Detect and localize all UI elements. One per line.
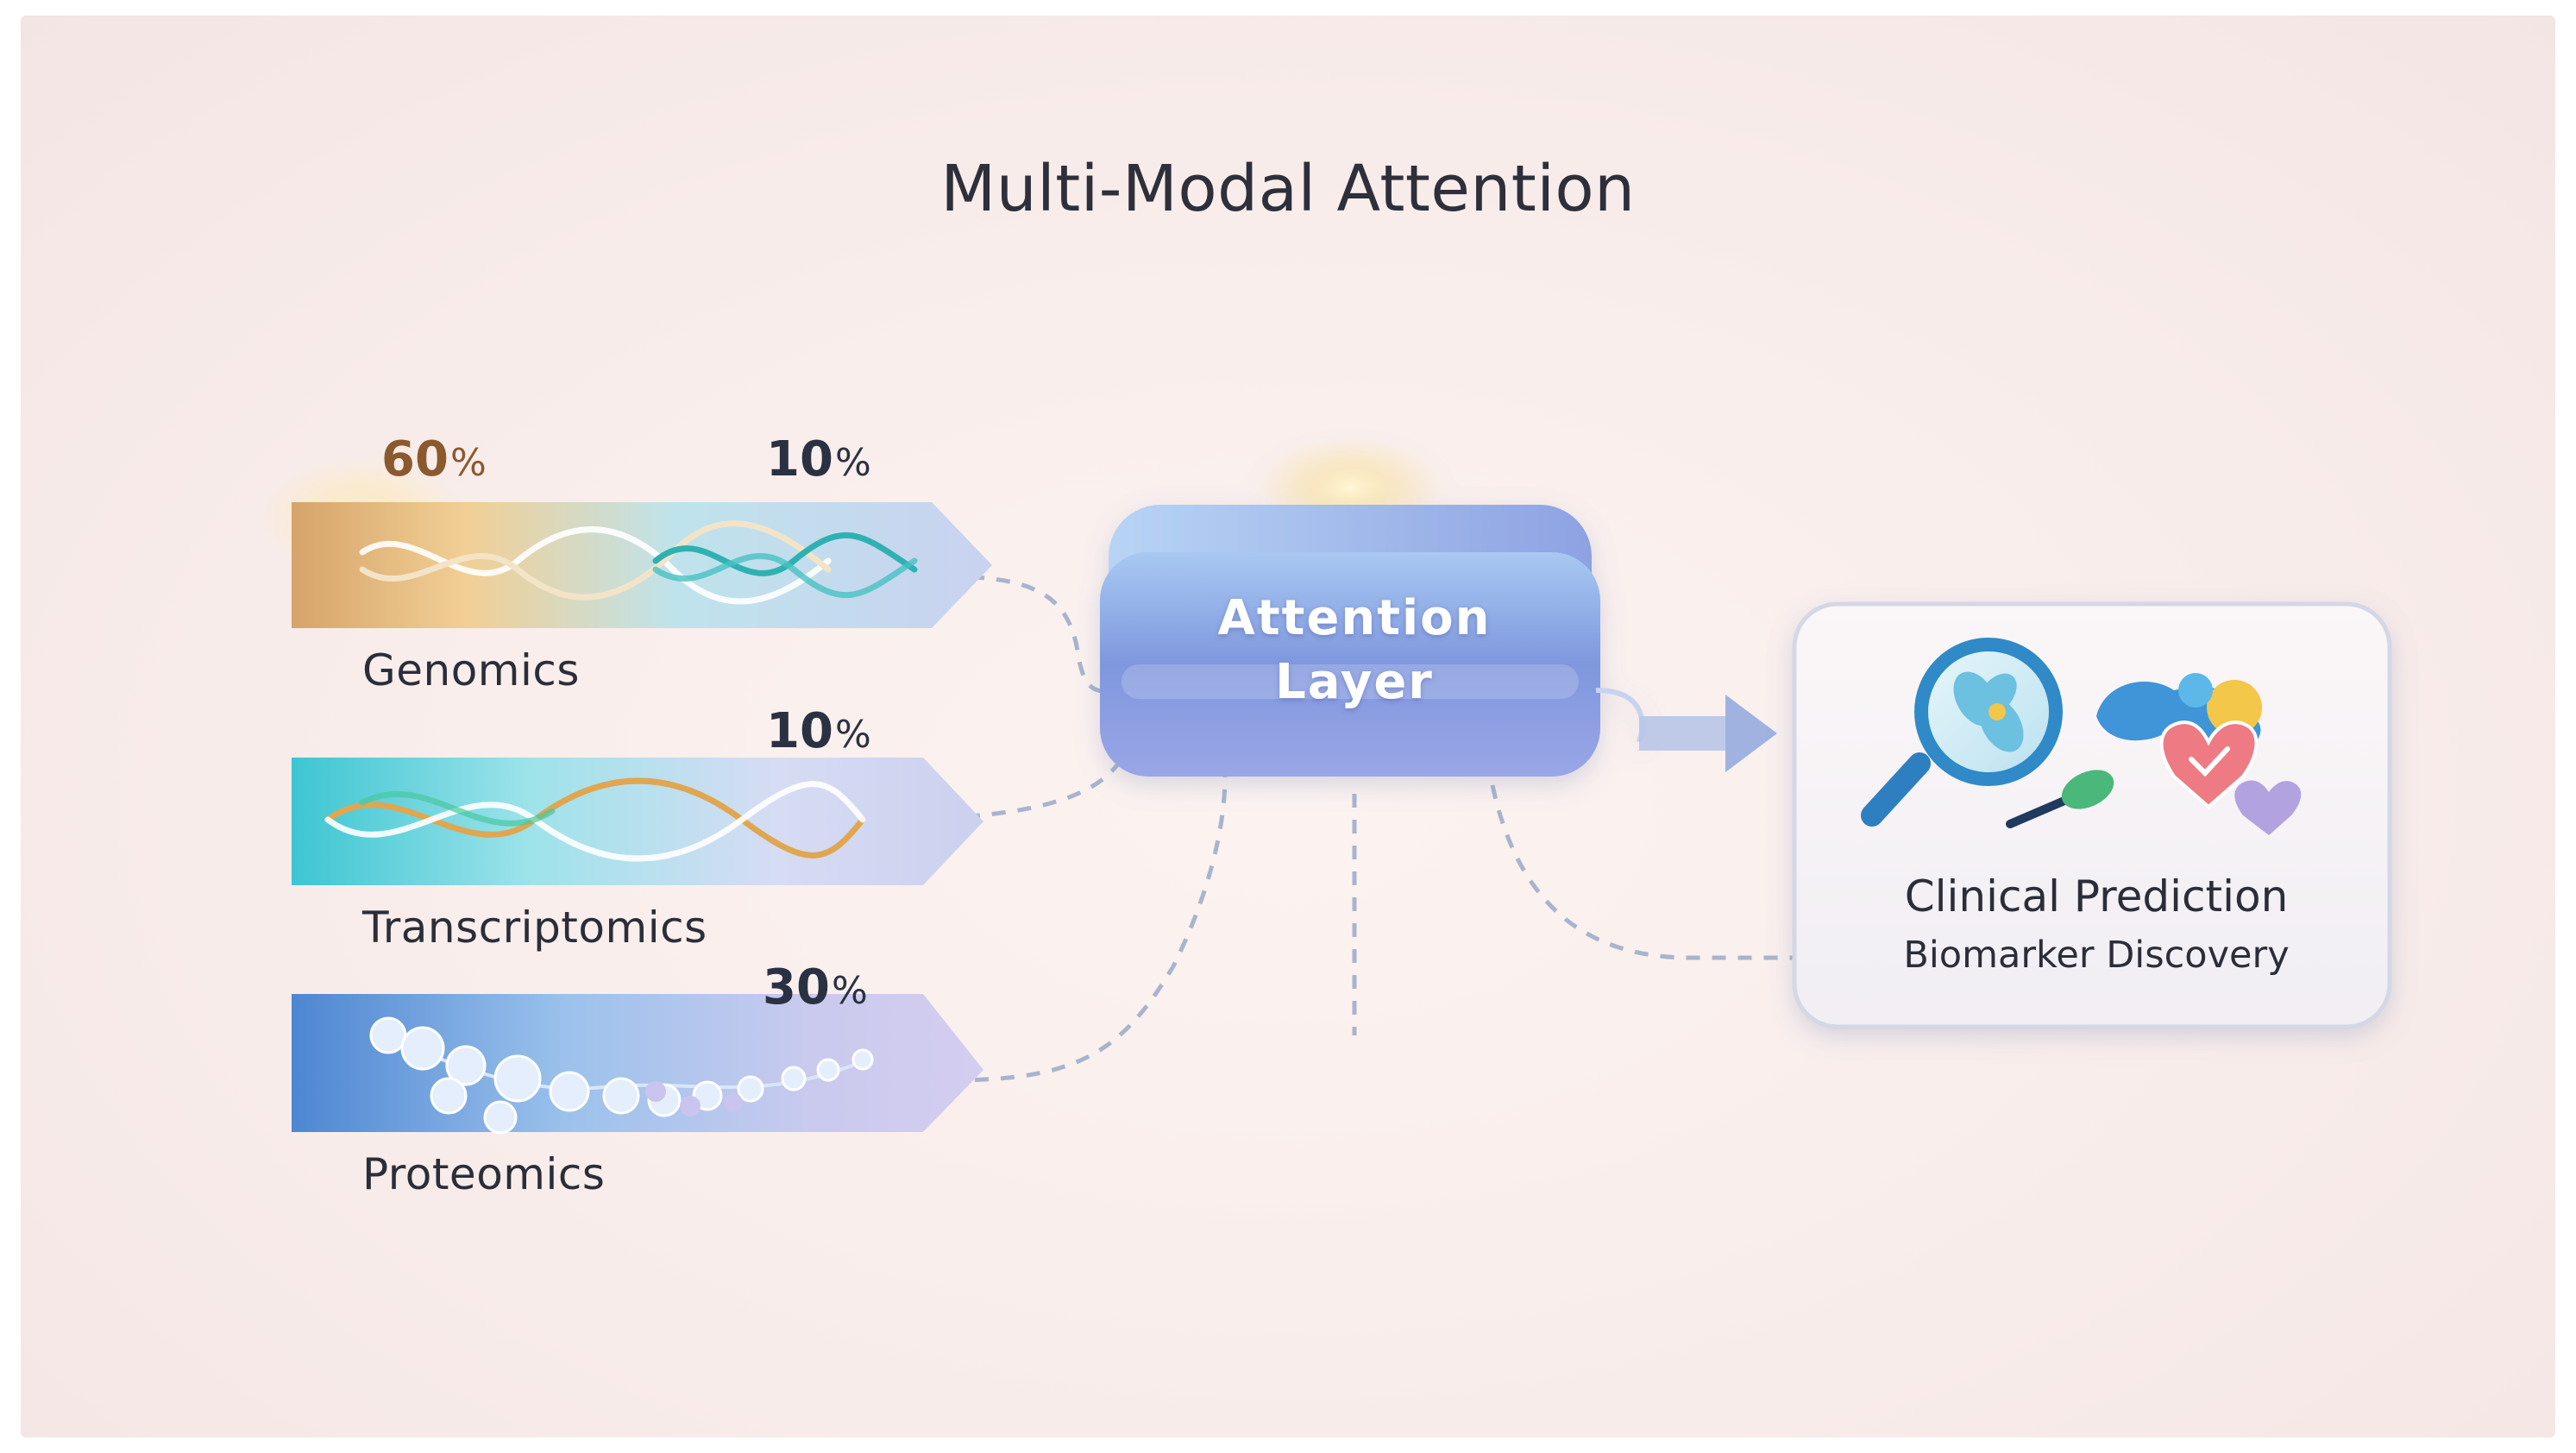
connectors <box>810 574 1794 1083</box>
diagram-title: Multi-Modal Attention <box>940 152 1636 226</box>
genomics-label: Genomics <box>362 645 580 695</box>
output-title: Clinical Prediction <box>1904 871 2289 921</box>
connector-proteomics <box>948 776 1228 1083</box>
proteomics-weight: 30% <box>763 959 868 1016</box>
protein-chain-icon <box>369 1016 874 1135</box>
proteomics-strip <box>292 994 983 1135</box>
arrow-right-icon <box>1639 695 1777 772</box>
connector-transcriptomics <box>810 758 1124 824</box>
transcriptomics-weight: 10% <box>766 703 871 759</box>
heart-icon <box>2159 720 2302 835</box>
attention-layer-label: Attention Layer <box>1113 587 1596 714</box>
magnifier-icon <box>1861 638 2063 827</box>
connector-genomics <box>944 574 1114 694</box>
genomics-strip <box>259 457 992 628</box>
genomics-weight-left: 60% <box>381 431 487 487</box>
proteomics-label: Proteomics <box>362 1149 606 1199</box>
pipette-icon <box>2006 770 2114 828</box>
genomics-weight-right: 10% <box>766 431 871 487</box>
attention-layer-line2: Layer <box>1275 654 1434 710</box>
transcriptomics-label: Transcriptomics <box>362 903 707 953</box>
transcriptomics-strip <box>292 758 983 885</box>
rna-helix-icon <box>324 777 866 862</box>
connector-output <box>1490 784 1794 960</box>
dna-helix-icon <box>359 520 918 605</box>
attention-layer-line1: Attention <box>1217 590 1492 646</box>
output-subtitle: Biomarker Discovery <box>1903 934 2290 977</box>
